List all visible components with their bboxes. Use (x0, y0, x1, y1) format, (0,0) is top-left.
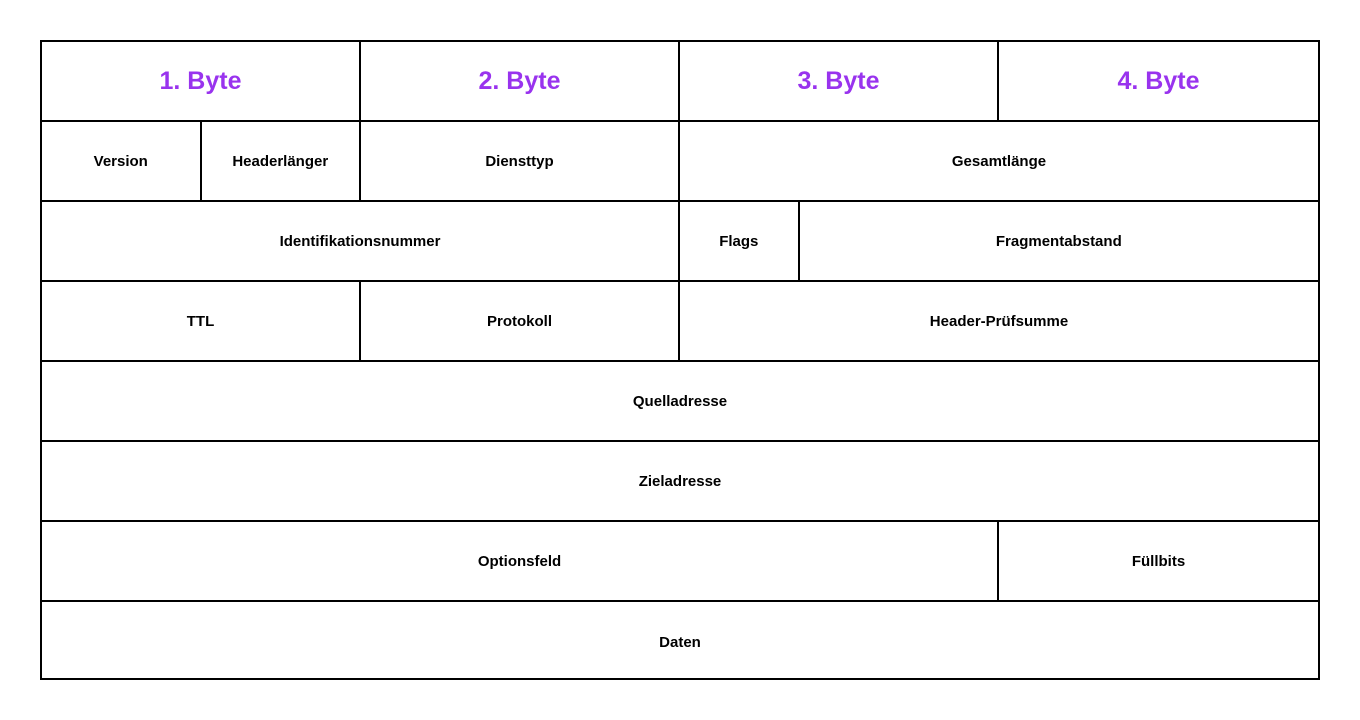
field-zieladresse: Zieladresse (42, 442, 1318, 522)
field-diensttyp: Diensttyp (361, 122, 680, 202)
field-ttl: TTL (42, 282, 361, 362)
field-optionsfeld: Optionsfeld (42, 522, 999, 602)
field-identifikationsnummer: Identifikationsnummer (42, 202, 680, 282)
field-fuellbits: Füllbits (999, 522, 1318, 602)
byte-header-1: 1. Byte (42, 42, 361, 122)
byte-header-4: 4. Byte (999, 42, 1318, 122)
byte-header-2: 2. Byte (361, 42, 680, 122)
field-fragmentabstand: Fragmentabstand (799, 202, 1318, 282)
field-quelladresse: Quelladresse (42, 362, 1318, 442)
field-version: Version (42, 122, 202, 202)
packet-structure-table: 1. Byte 2. Byte 3. Byte 4. Byte Version … (40, 40, 1320, 680)
byte-header-3: 3. Byte (680, 42, 999, 122)
field-flags: Flags (680, 202, 800, 282)
field-gesamtlaenge: Gesamtlänge (680, 122, 1318, 202)
field-protokoll: Protokoll (361, 282, 680, 362)
field-headerlaenge: Headerlänger (201, 122, 361, 202)
field-header-pruefsumme: Header-Prüfsumme (680, 282, 1318, 362)
field-daten: Daten (659, 633, 701, 651)
